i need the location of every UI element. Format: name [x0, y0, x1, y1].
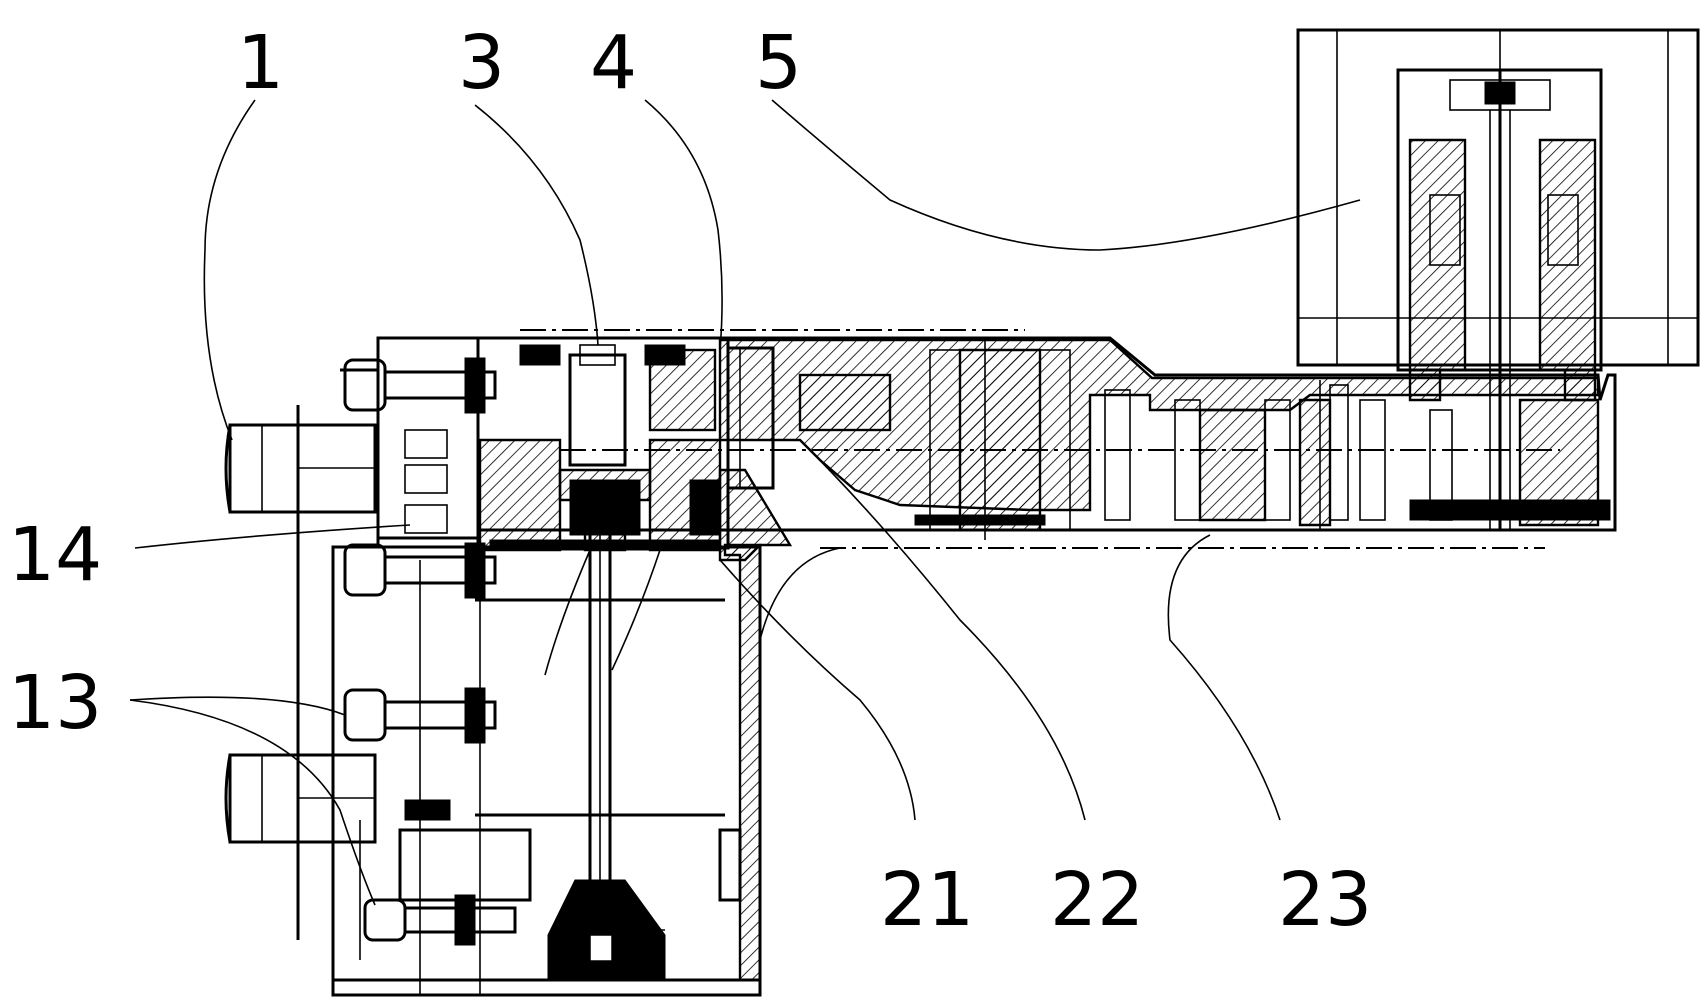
bolt-1: [343, 357, 497, 414]
bolt-2: [343, 542, 497, 599]
label-23: 23: [1278, 857, 1372, 943]
reference-labels: 1 3 4 5 14 13 21 22 23: [8, 20, 1372, 943]
label-3: 3: [458, 20, 505, 106]
bolt-4: [363, 894, 517, 946]
label-4: 4: [590, 20, 637, 106]
upper-motor-housing: [1296, 28, 1700, 530]
vertical-column: [331, 468, 793, 997]
leader-lines: [129, 99, 1361, 906]
label-21: 21: [880, 857, 974, 943]
label-22: 22: [1050, 857, 1144, 943]
gear-head: [476, 336, 775, 552]
bolt-3: [343, 687, 497, 744]
horizontal-arm: [378, 329, 1617, 549]
label-13: 13: [8, 660, 102, 746]
label-14: 14: [8, 512, 102, 598]
label-5: 5: [755, 20, 802, 106]
label-1: 1: [237, 20, 284, 106]
left-mounting: [224, 336, 517, 946]
